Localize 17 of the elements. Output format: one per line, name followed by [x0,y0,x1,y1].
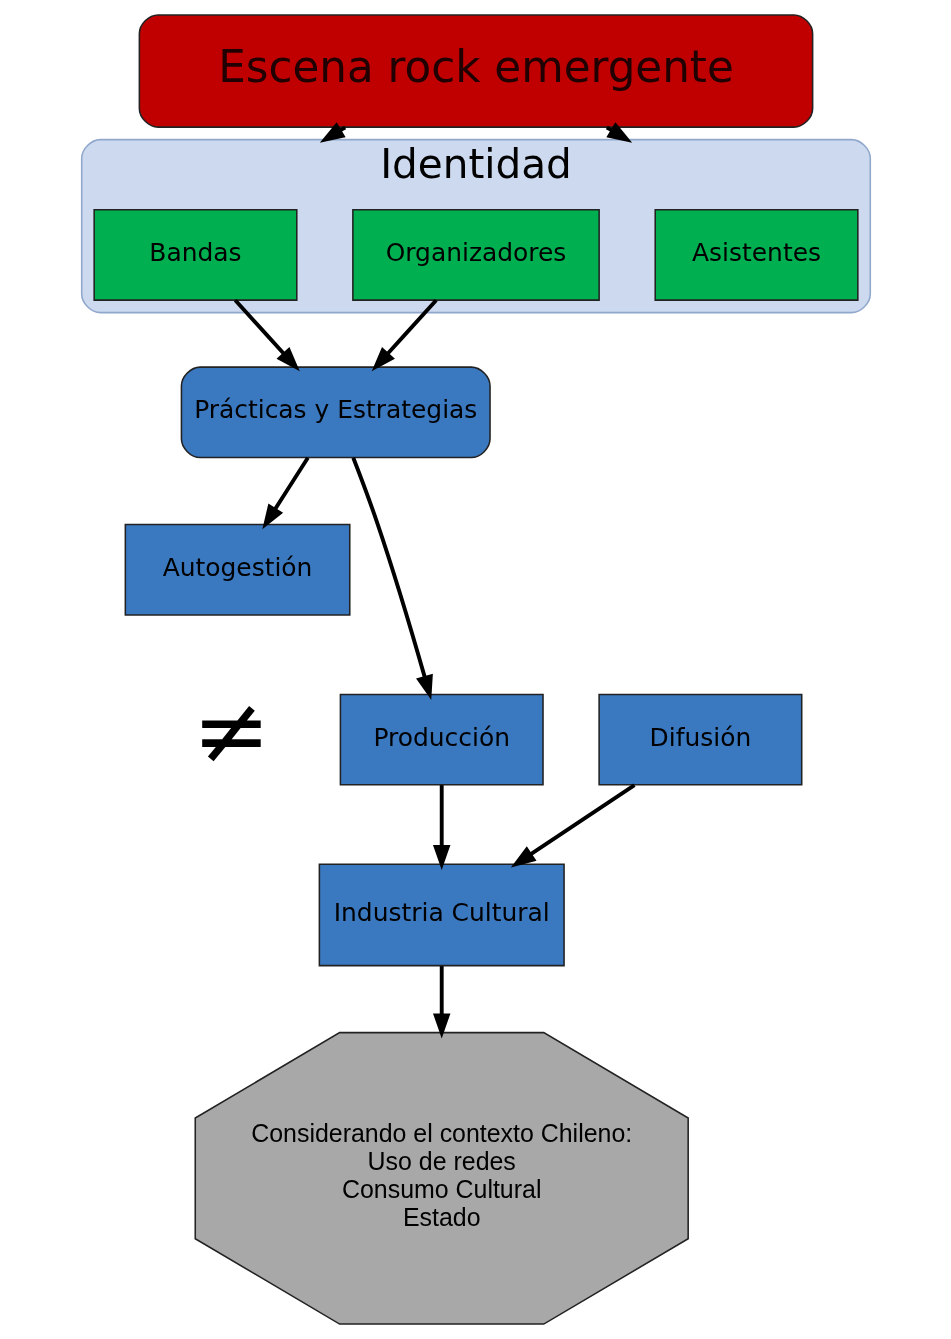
node-box: Asistentes [653,208,859,301]
arrow [432,966,450,1039]
node-box: Producción [339,693,544,786]
arrow [371,299,438,372]
arrow [432,785,450,870]
node-box: Bandas [92,208,298,301]
node-box: Escena rock emergente [138,14,813,128]
label: ≠ [191,676,270,786]
arrow [350,457,433,701]
arrow [261,456,309,530]
node-box: Prácticas y Estrategias [180,366,491,459]
node-box: Organizadores [351,208,600,301]
node-box: Difusión [597,693,802,786]
node-box: Autogestión [124,523,351,616]
arrow [510,783,636,868]
node-box: Industria Cultural [318,863,565,967]
arrow [233,299,300,372]
